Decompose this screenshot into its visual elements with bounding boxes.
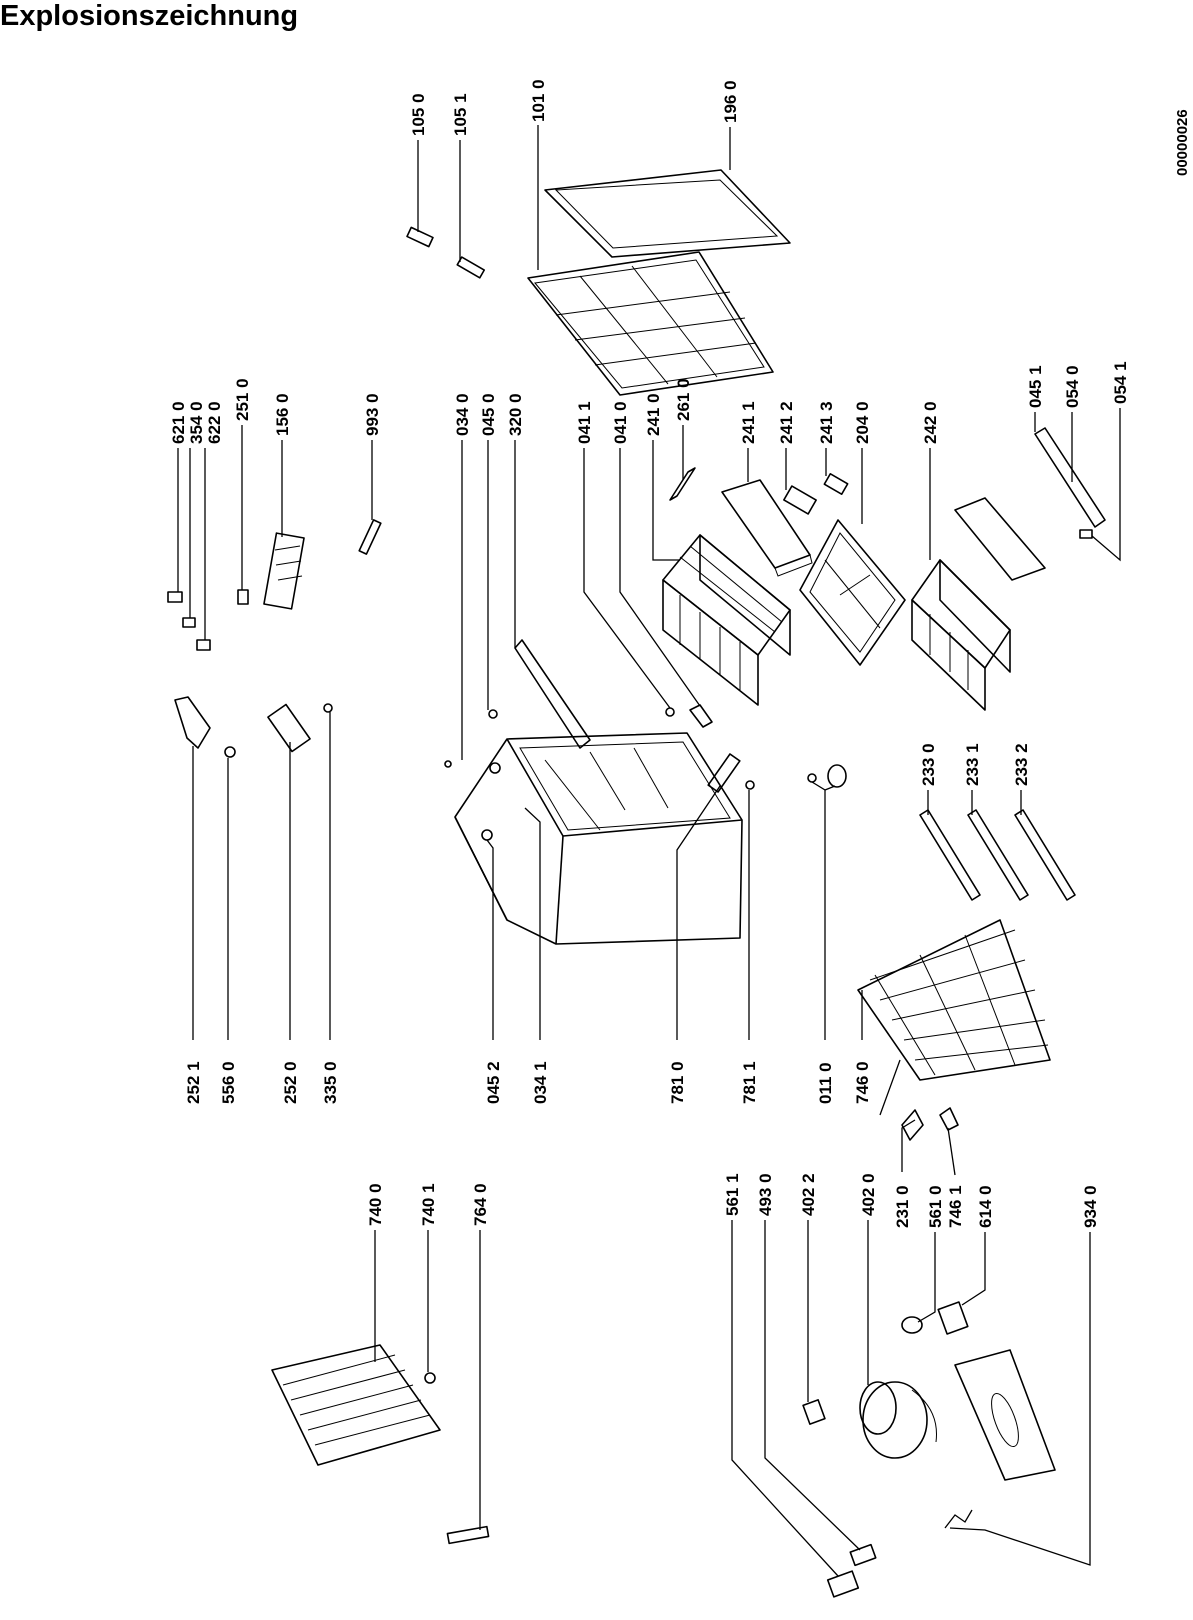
small-parts-upper-left — [167, 519, 382, 758]
part-label-320-0: 320 0 — [506, 393, 525, 436]
part-label-556-0: 556 0 — [219, 1061, 238, 1104]
part-label-764-0: 764 0 — [471, 1183, 490, 1226]
part-label-156-0: 156 0 — [273, 393, 292, 436]
part-label-011-0: 011 0 — [816, 1062, 835, 1104]
part-label-252-0: 252 0 — [281, 1061, 300, 1104]
part-label-105-1: 105 1 — [451, 93, 470, 136]
part-label-402-0: 402 0 — [859, 1173, 878, 1216]
basket-cover-upper — [721, 479, 813, 577]
part-label-241-3: 241 3 — [817, 401, 836, 444]
part-label-054-1: 054 1 — [1111, 361, 1130, 404]
part-label-045-2: 045 2 — [484, 1061, 503, 1104]
document-number: 00000026 — [1174, 109, 1191, 176]
part-label-101-0: 101 0 — [529, 79, 548, 122]
part-label-335-0: 335 0 — [321, 1061, 340, 1104]
part-label-041-0: 041 0 — [611, 401, 630, 444]
part-label-261-0: 261 0 — [674, 378, 693, 421]
part-label-354-0: 354 0 — [187, 401, 206, 444]
cabinet-body — [454, 732, 743, 945]
page-title: Explosionszeichnung — [0, 0, 299, 32]
part-drawings — [167, 169, 1106, 1598]
part-number-labels: 105 0 105 1 101 0 196 0 621 0 354 0 622 … — [169, 79, 1130, 1228]
part-label-241-2: 241 2 — [777, 401, 796, 444]
small-divider-a — [783, 485, 817, 515]
lid-panel — [527, 251, 774, 396]
part-label-233-2: 233 2 — [1012, 743, 1031, 786]
part-label-402-2: 402 2 — [799, 1173, 818, 1216]
lower-basket — [911, 559, 1011, 711]
lid-gasket-frame — [544, 169, 791, 258]
rail-part — [444, 639, 713, 841]
part-label-993-0: 993 0 — [363, 393, 382, 436]
part-label-045-0: 045 0 — [479, 393, 498, 436]
compressor — [802, 1381, 937, 1459]
part-label-242-0: 242 0 — [921, 401, 940, 444]
part-label-196-0: 196 0 — [721, 80, 740, 123]
lower-small-boxes — [826, 1543, 877, 1598]
part-label-251-0: 251 0 — [233, 378, 252, 421]
part-label-493-0: 493 0 — [756, 1173, 775, 1216]
part-label-746-0: 746 0 — [853, 1061, 872, 1104]
part-label-241-1: 241 1 — [739, 401, 758, 444]
part-label-561-0: 561 0 — [926, 1185, 945, 1228]
part-label-233-1: 233 1 — [963, 743, 982, 786]
part-label-252-1: 252 1 — [184, 1061, 203, 1104]
lid-handle — [1034, 427, 1106, 539]
condenser-coil — [271, 1344, 490, 1545]
part-label-105-0: 105 0 — [409, 93, 428, 136]
small-clips — [901, 1107, 959, 1141]
evaporator-grid — [857, 919, 1051, 1081]
part-label-934-0: 934 0 — [1081, 1185, 1100, 1228]
part-label-233-0: 233 0 — [919, 743, 938, 786]
part-label-054-0: 054 0 — [1063, 365, 1082, 408]
upper-basket — [662, 534, 791, 706]
part-label-045-1: 045 1 — [1026, 365, 1045, 408]
part-label-231-0: 231 0 — [893, 1185, 912, 1228]
part-label-204-0: 204 0 — [853, 401, 872, 444]
relay-parts — [901, 1301, 969, 1335]
guide-rails — [919, 809, 1076, 901]
ice-tray — [799, 519, 906, 666]
part-label-621-0: 621 0 — [169, 401, 188, 444]
vent-grille — [707, 753, 741, 793]
part-label-561-1: 561 1 — [723, 1173, 742, 1216]
small-screw — [745, 780, 755, 790]
basket-cover-lower — [954, 497, 1046, 581]
part-label-241-0: 241 0 — [644, 393, 663, 436]
part-label-781-0: 781 0 — [668, 1061, 687, 1104]
part-label-746-1: 746 1 — [946, 1185, 965, 1228]
part-label-781-1: 781 1 — [740, 1061, 759, 1104]
part-label-041-1: 041 1 — [575, 401, 594, 444]
small-divider-b — [823, 473, 849, 495]
part-label-614-0: 614 0 — [976, 1185, 995, 1228]
part-label-740-0: 740 0 — [366, 1183, 385, 1226]
part-label-622-0: 622 0 — [205, 401, 224, 444]
leader-lines — [177, 125, 1121, 1577]
divider-part — [669, 467, 696, 501]
hinge-parts — [406, 226, 486, 279]
part-label-034-0: 034 0 — [453, 393, 472, 436]
base-plate — [954, 1349, 1056, 1481]
part-label-034-1: 034 1 — [531, 1061, 550, 1104]
part-label-740-1: 740 1 — [419, 1183, 438, 1226]
